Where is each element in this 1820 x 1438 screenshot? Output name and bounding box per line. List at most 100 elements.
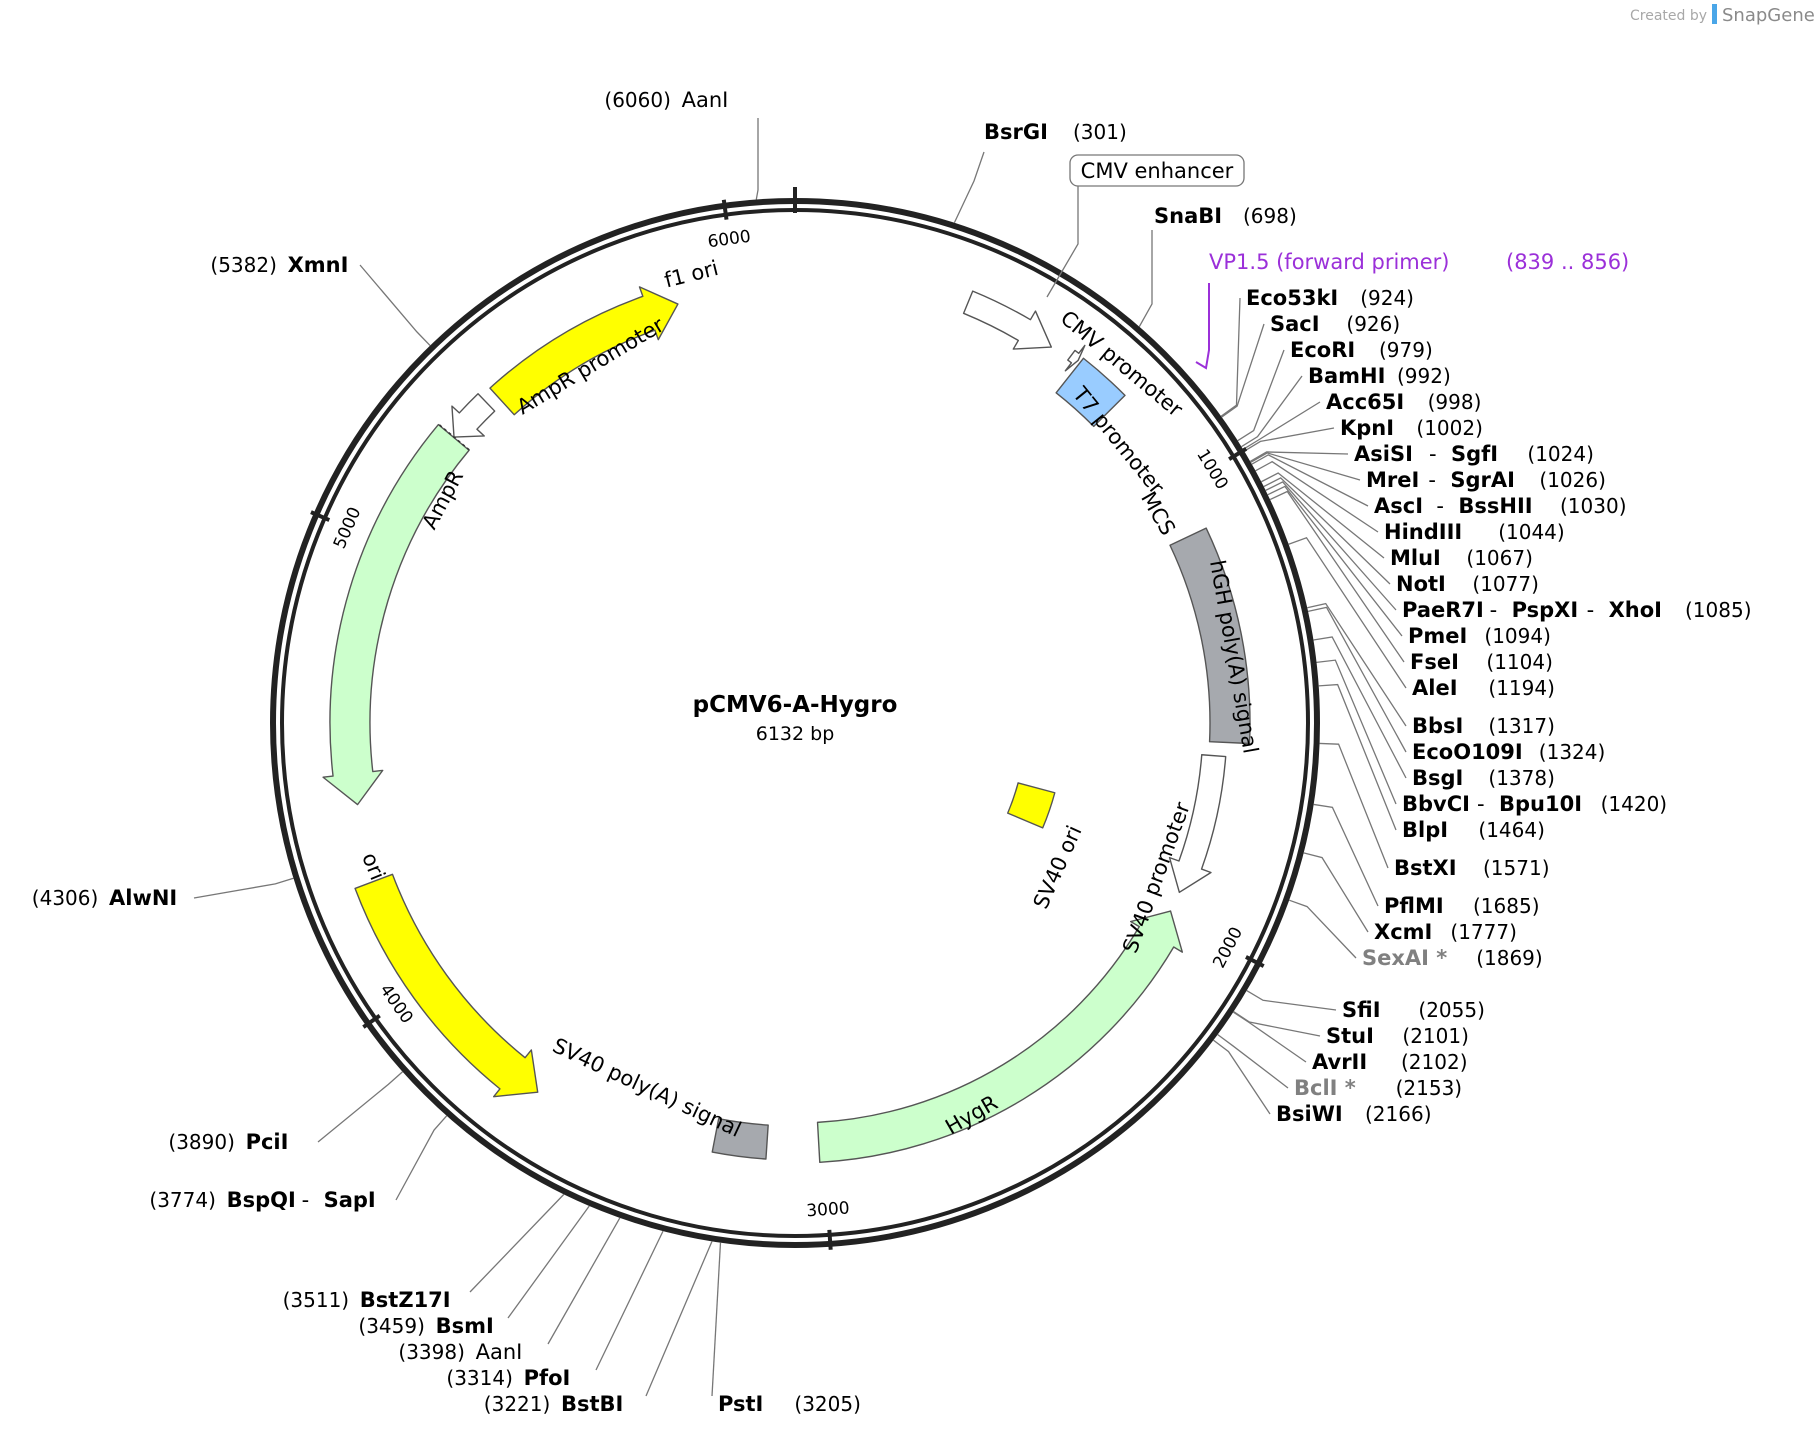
feature-layer — [322, 286, 1251, 1163]
site-leader — [1246, 990, 1337, 1011]
site-mlui-1067: MluI(1067) — [1390, 546, 1533, 570]
feature-f1-ori — [489, 286, 679, 416]
site-position: (301) — [1073, 120, 1127, 144]
site-kpni-1002: KpnI(1002) — [1340, 416, 1483, 440]
site-enzyme-name: StuI — [1326, 1024, 1374, 1048]
site-mrei-sgrai-1026: MreI-SgrAI(1026) — [1366, 468, 1606, 492]
tick-label-5000: 5000 — [330, 504, 366, 552]
site-enzyme-name: AlwNI — [109, 886, 177, 910]
site-enzyme-name: PfoI — [524, 1366, 571, 1390]
site-enzyme-name: SgfI — [1451, 442, 1498, 466]
site-pcii-3890: (3890)PciI — [168, 1130, 288, 1154]
site-position: (3398) — [398, 1340, 465, 1364]
site-position: (1869) — [1476, 946, 1543, 970]
site-separator: - — [1490, 598, 1498, 622]
site-enzyme-name: XmnI — [288, 253, 349, 277]
site-leader — [469, 1193, 565, 1293]
site-enzyme-name: PaeR7I — [1402, 598, 1484, 622]
site-position: (1194) — [1488, 676, 1555, 700]
feature-ampr-promoter — [451, 393, 496, 438]
feature-mcs — [1055, 357, 1126, 428]
site-acc65i-998: Acc65I(998) — [1326, 390, 1481, 414]
site-position: (1067) — [1466, 546, 1533, 570]
site-enzyme-name: MreI — [1366, 468, 1419, 492]
site-position: (2153) — [1396, 1076, 1463, 1100]
site-position: (3314) — [446, 1366, 513, 1390]
site-enzyme-name: PspXI — [1512, 598, 1579, 622]
site-xcmi-1777: XcmI(1777) — [1374, 920, 1517, 944]
site-snabi-698: SnaBI(698) — [1154, 204, 1297, 228]
site-leader — [1288, 899, 1357, 959]
site-bbvci-bpu10i-1420: BbvCI-Bpu10I(1420) — [1402, 792, 1667, 816]
site-position: (1464) — [1478, 818, 1545, 842]
site-eco53ki-924: Eco53kI(924) — [1246, 286, 1414, 310]
f1-ori-label: f1 ori — [662, 256, 721, 293]
site-bsgi-1378: BsgI(1378) — [1412, 766, 1555, 790]
plasmid-name: pCMV6-A-Hygro — [693, 692, 898, 718]
site-leader — [1267, 485, 1403, 637]
site-pflmi-1685: PflMI(1685) — [1384, 894, 1540, 918]
site-saci-926: SacI(926) — [1270, 312, 1400, 336]
site-leader — [1241, 375, 1303, 448]
site-separator: - — [1587, 598, 1595, 622]
site-leader — [1212, 1039, 1271, 1115]
site-noti-1077: NotI(1077) — [1396, 572, 1539, 596]
snapgene-credit: Created by SnapGene — [1630, 4, 1815, 26]
site-enzyme-name: AleI — [1412, 676, 1458, 700]
site-aani-6060: (6060)AanI — [604, 88, 728, 112]
site-enzyme-name: BclI * — [1294, 1076, 1356, 1100]
site-position: (1777) — [1450, 920, 1517, 944]
feature-ori — [354, 873, 539, 1098]
site-leader — [1255, 460, 1379, 533]
site-enzyme-name: PflMI — [1384, 894, 1444, 918]
site-leader — [645, 1241, 713, 1397]
site-enzyme-name: XhoI — [1609, 598, 1662, 622]
site-position: (1104) — [1486, 650, 1553, 674]
site-enzyme-name: SfiI — [1342, 998, 1381, 1022]
site-leader — [1250, 452, 1361, 481]
site-position: (5382) — [210, 253, 277, 277]
site-leader — [193, 877, 294, 899]
feature-cmv-promoter — [962, 290, 1053, 350]
site-position: (1571) — [1483, 856, 1550, 880]
site-leader — [1221, 323, 1265, 418]
site-position: (3890) — [168, 1130, 235, 1154]
site-leader — [1260, 472, 1385, 559]
site-asisi-sgfi-1024: AsiSI-SgfI(1024) — [1354, 442, 1594, 466]
feature-hygr — [816, 910, 1184, 1163]
site-position: (2101) — [1402, 1024, 1469, 1048]
site-position: (998) — [1428, 390, 1482, 414]
site-position: (2055) — [1418, 998, 1485, 1022]
site-pmei-1094: PmeI(1094) — [1408, 624, 1551, 648]
site-position: (1030) — [1560, 494, 1627, 518]
site-enzyme-name: AanI — [476, 1340, 523, 1364]
tick-1000 — [1228, 447, 1248, 461]
feature-t7-promoter — [1064, 344, 1086, 372]
site-leader — [595, 1230, 664, 1371]
site-bspqi-sapi-3774: (3774)BspQI-SapI — [149, 1188, 375, 1212]
site-leader — [507, 1205, 590, 1319]
site-enzyme-name: AsiSI — [1354, 442, 1413, 466]
site-leader — [711, 1242, 722, 1397]
site-position: (3511) — [283, 1288, 350, 1312]
site-position: (1002) — [1416, 416, 1483, 440]
site-stui-2101: StuI (2101) — [1326, 1024, 1469, 1048]
primer-name: VP1.5 (forward primer) — [1209, 250, 1450, 274]
site-enzyme-name: AanI — [682, 88, 729, 112]
site-bstz17i-3511: (3511)BstZ17I — [283, 1288, 451, 1312]
site-leader — [1138, 230, 1153, 327]
site-position: (3774) — [149, 1188, 216, 1212]
site-xmni-5382: (5382) XmnI — [210, 253, 348, 277]
site-position: (698) — [1243, 204, 1297, 228]
site-enzyme-name: BbsI — [1412, 714, 1463, 738]
site-position: (979) — [1379, 338, 1433, 362]
site-blpi-1464: BlpI(1464) — [1402, 818, 1545, 842]
site-enzyme-name: BsrGI — [984, 120, 1048, 144]
primer-marker — [1195, 283, 1210, 370]
site-bsmi-3459: (3459)BsmI — [358, 1314, 493, 1338]
site-position: (1026) — [1539, 468, 1606, 492]
site-enzyme-name: FseI — [1410, 650, 1459, 674]
sv40-polya-label: SV40 poly(A) signal — [549, 1033, 745, 1141]
site-position: (1044) — [1498, 520, 1565, 544]
site-psti-3205: PstI(3205) — [718, 1392, 861, 1416]
